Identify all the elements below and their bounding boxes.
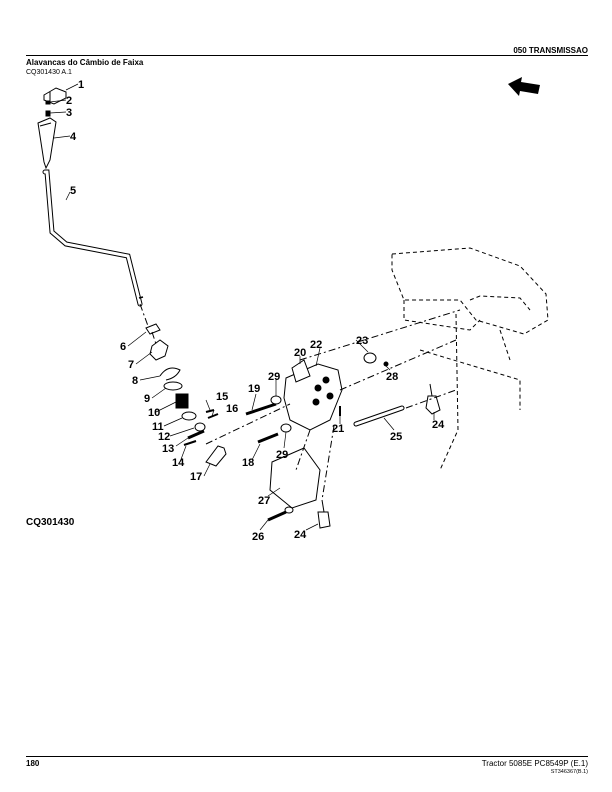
header-rule [26, 55, 588, 56]
part-28-screw [383, 361, 389, 367]
callout-1: 1 [78, 79, 84, 91]
callout-6: 6 [120, 341, 126, 353]
callout-20: 20 [294, 347, 306, 359]
callout-28: 28 [386, 371, 398, 383]
part-24-sensor-lower [317, 511, 331, 529]
callout-24-right: 24 [432, 419, 445, 431]
part-23-bushing [363, 352, 377, 364]
part-26-bolt [267, 510, 287, 522]
callout-7: 7 [128, 359, 134, 371]
callout-10: 10 [148, 407, 160, 419]
callout-25: 25 [390, 431, 402, 443]
callout-22: 22 [310, 339, 322, 351]
callout-2: 2 [66, 95, 72, 107]
page-number: 180 [26, 759, 40, 768]
part-13-bolt [187, 429, 205, 440]
page-title: Alavancas do Câmbio de Faixa [26, 58, 144, 67]
footer-rule [26, 756, 588, 757]
callout-29-upper: 29 [268, 371, 280, 383]
figure-caption: CQ301430 [26, 517, 75, 528]
part-lever-knob [37, 117, 57, 170]
figure-reference: CQ301430 A.1 [26, 69, 72, 76]
callout-11: 11 [152, 421, 164, 433]
part-24-sensor-right [425, 395, 441, 415]
part-16-spring [207, 413, 219, 419]
callout-8: 8 [132, 375, 138, 387]
part-14-pin [183, 440, 197, 446]
callout-numbers: 1 2 3 4 5 6 7 8 9 10 11 12 13 14 15 16 1… [66, 79, 445, 543]
callout-4: 4 [70, 131, 77, 143]
part-8-ring [159, 367, 181, 381]
callout-26: 26 [252, 531, 264, 543]
part-6-clip [145, 323, 161, 335]
part-17-lever [205, 445, 227, 467]
part-15-pin [205, 409, 215, 413]
part-19-bolt [245, 402, 277, 416]
part-29-washer-upper [270, 395, 282, 405]
part-9-washer [163, 381, 183, 391]
leader-lines [49, 83, 435, 531]
direction-arrow-icon [508, 77, 540, 96]
part-18-bolt [257, 432, 279, 444]
callout-23: 23 [356, 335, 368, 347]
part-12-bushing [194, 422, 206, 432]
callout-24-lower: 24 [294, 529, 307, 541]
callout-17: 17 [190, 471, 202, 483]
callout-13: 13 [162, 443, 174, 455]
part-11-washer [181, 411, 197, 421]
callout-16: 16 [226, 403, 238, 415]
assembly-lines [139, 303, 461, 501]
document-info: Tractor 5085E PC8549P (E.1) [481, 759, 588, 768]
transmission-housing-outline [391, 247, 549, 471]
document-code: ST346367(B.1) [550, 769, 588, 775]
callout-19: 19 [248, 383, 260, 395]
part-29-washer-lower [280, 423, 292, 433]
callout-3: 3 [66, 107, 72, 119]
part-10-spring [175, 393, 189, 409]
callout-12: 12 [158, 431, 170, 443]
callout-21: 21 [332, 423, 344, 435]
part-7-boot [149, 339, 169, 361]
callout-18: 18 [242, 457, 254, 469]
callout-5: 5 [70, 185, 76, 197]
part-small-spring [45, 110, 51, 117]
callout-14: 14 [172, 457, 185, 469]
callout-9: 9 [144, 393, 150, 405]
callout-29-lower: 29 [276, 449, 288, 461]
callout-27: 27 [258, 495, 270, 507]
callout-15: 15 [216, 391, 228, 403]
part-pin [45, 100, 51, 105]
section-header: 050 TRANSMISSAO [513, 46, 588, 55]
